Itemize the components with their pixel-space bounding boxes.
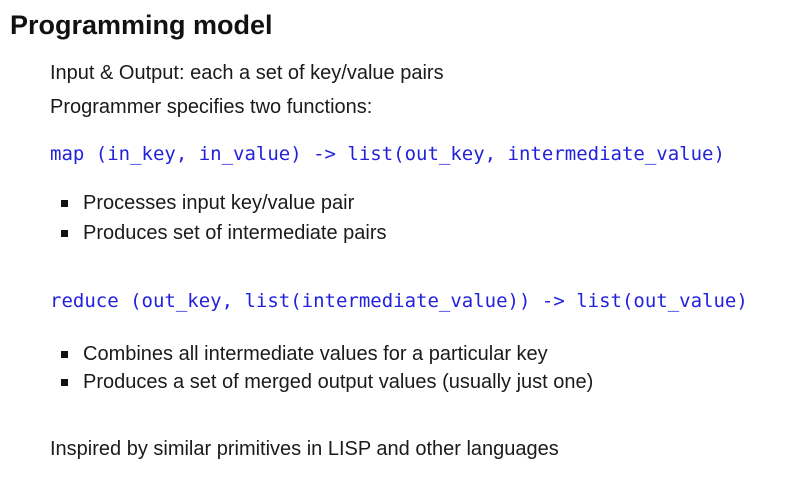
bullet-square-icon — [61, 351, 68, 358]
reduce-bullet-label: Produces a set of merged output values (… — [83, 371, 594, 393]
bullet-square-icon — [61, 379, 68, 386]
bullet-square-icon — [61, 200, 68, 207]
map-signature-code: map (in_key, in_value) -> list(out_key, … — [50, 143, 725, 165]
inspired-line: Inspired by similar primitives in LISP a… — [50, 438, 559, 460]
reduce-bullet-label: Combines all intermediate values for a p… — [83, 343, 548, 365]
reduce-bullet-item: Produces a set of merged output values (… — [61, 371, 593, 394]
programmer-line: Programmer specifies two functions: — [50, 96, 373, 118]
slide-title: Programming model — [10, 10, 273, 40]
bullet-square-icon — [61, 230, 68, 237]
map-bullet-label: Processes input key/value pair — [83, 192, 355, 214]
map-bullet-item: Produces set of intermediate pairs — [61, 222, 387, 245]
map-bullet-item: Processes input key/value pair — [61, 192, 354, 215]
reduce-bullet-item: Combines all intermediate values for a p… — [61, 343, 548, 366]
map-bullet-label: Produces set of intermediate pairs — [83, 222, 387, 244]
input-output-line: Input & Output: each a set of key/value … — [50, 62, 444, 84]
reduce-signature-code: reduce (out_key, list(intermediate_value… — [50, 290, 748, 312]
